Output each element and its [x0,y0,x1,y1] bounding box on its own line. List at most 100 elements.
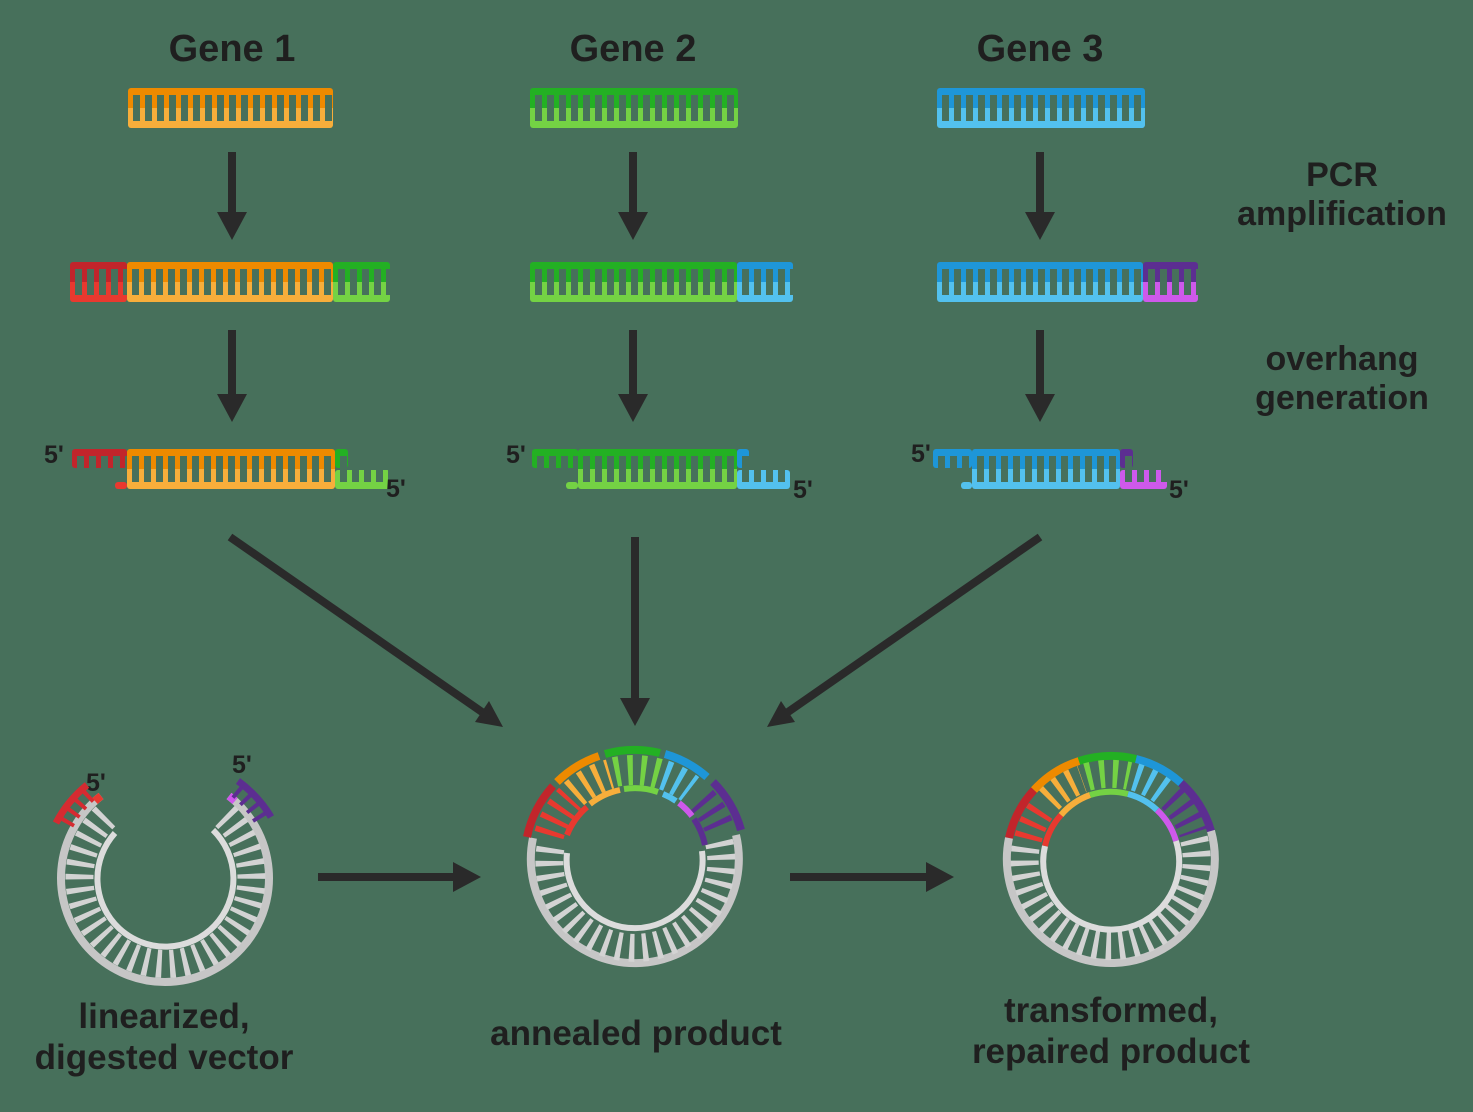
overhang-product-1 [72,449,400,489]
five-prime-label: 5' [793,476,813,504]
pcr3-purple-linker [1143,262,1198,302]
annealed-orange-outer [554,752,601,785]
anneal-arrow [318,862,481,892]
annealed-red-inner [564,804,590,837]
annealed-caption: annealed product [476,1013,796,1054]
overhang1-right-ss-green [335,470,390,489]
gene-1-title: Gene 1 [168,28,296,70]
annealed-segment-rungs [534,755,736,840]
annealed-green-outer [603,746,661,758]
pcr-step-arrows [217,152,1055,240]
repaired-gray-inner [1040,840,1183,933]
overhang2-right-ss-blue [737,470,790,489]
repaired-caption: transformed, repaired product [951,990,1271,1072]
annealed-magenta-inner [677,800,695,818]
overhang-product-2 [532,449,790,489]
overhang-product-3 [933,449,1167,489]
vector-magenta-end-cap [226,792,238,804]
overhang3-ds-body [972,449,1120,489]
repaired-orange-rungs [1038,765,1088,811]
pcr-product-2 [530,262,793,302]
overhang-label-line2: generation [1255,379,1429,417]
repaired-rungs [1010,759,1211,961]
vector-purple-overhang-teeth [231,785,266,823]
annealed-purple-inner [691,817,708,846]
five-prime-label: 5' [1169,476,1189,504]
overhang2-ds-body [578,449,737,489]
annealed-purple-rungs [690,789,736,838]
annealed-red-outer [523,783,557,838]
repaired-purple-outer [1178,780,1215,833]
annealed-blue-rungs [658,760,700,802]
pcr2-gene-body [530,262,737,302]
vector-caption-line2: digested vector [34,1038,294,1077]
five-prime-label: 5' [44,441,64,469]
vector-red-overhang-rail [52,782,90,825]
overhang3-right-ss-magenta [1120,470,1167,489]
repaired-gray-outer [1002,829,1219,968]
vector-purple-overhang-rail [235,778,275,819]
repaired-green-inner [1089,788,1129,798]
gene-2-dna [530,88,738,128]
vector-rungs [65,803,266,979]
pcr-product-3 [937,262,1198,302]
five-prime-label: 5' [386,475,406,503]
repaired-blue-rungs [1130,763,1176,805]
gene-3-title: Gene 3 [976,28,1104,70]
vector-caption-line1: linearized, [78,997,250,1036]
repaired-caption-line1: transformed, [1004,991,1218,1030]
five-prime-label: 5' [232,751,252,779]
overhang2-green-tip [566,482,578,489]
annealed-gray-outer-rail [526,834,743,968]
overhang3-blue-tip [961,482,972,489]
pcr2-blue-linker [737,262,793,302]
repaired-green-outer [1077,751,1137,765]
vector-inner-rail [94,827,237,950]
annealed-red-rungs [534,787,582,840]
repaired-red-outer [1005,787,1038,839]
annealed-blue-outer [663,750,710,781]
pcr1-green-linker [333,262,390,302]
repaired-inner-rail [1040,788,1183,933]
five-prime-label: 5' [86,769,106,797]
pcr1-gene-body [127,262,333,302]
vector-diagram [52,778,275,986]
annealed-caption-line1: annealed product [490,1014,782,1053]
pcr3-gene-body [937,262,1143,302]
transform-arrow [790,862,954,892]
overhang2-blue-cap [737,449,749,468]
repaired-gray-rungs [1010,835,1211,961]
repaired-orange-outer [1031,757,1081,793]
pcr1-red-linker [70,262,127,302]
repaired-product-diagram [1002,751,1219,968]
annealed-orange-inner [588,787,621,807]
annealed-outer-segments [523,746,745,838]
overhang-generation-label: overhang generation [1202,340,1473,418]
repaired-green-rungs [1083,759,1133,791]
annealed-blue-inner [661,791,678,804]
annealed-product-diagram [523,746,745,968]
annealed-inner-segments [564,785,708,846]
gene-1-dna [128,88,333,128]
annealed-purple-outer [710,779,745,832]
pcr-amplification-label: PCR amplification [1202,156,1473,234]
repaired-blue-inner [1127,791,1160,813]
pcr-label-line1: PCR [1306,156,1378,194]
repaired-blue-outer [1134,755,1184,787]
repaired-magenta-inner [1154,807,1179,842]
annealed-green-inner [623,785,659,795]
repaired-orange-inner [1058,792,1092,818]
vector-red-overhang-teeth [60,789,95,828]
overhang3-left-ss-blue [933,449,972,468]
overhang1-left-ss-red [72,449,127,468]
annealed-orange-rungs [563,759,615,806]
repaired-outer-rail [1002,751,1219,968]
five-prime-label: 5' [506,441,526,469]
repaired-red-rungs [1014,796,1057,843]
gene-2-title: Gene 2 [569,28,697,70]
five-prime-label: 5' [911,440,931,468]
overhang2-left-ss-green [532,449,578,468]
vector-outer-rail [57,792,273,986]
